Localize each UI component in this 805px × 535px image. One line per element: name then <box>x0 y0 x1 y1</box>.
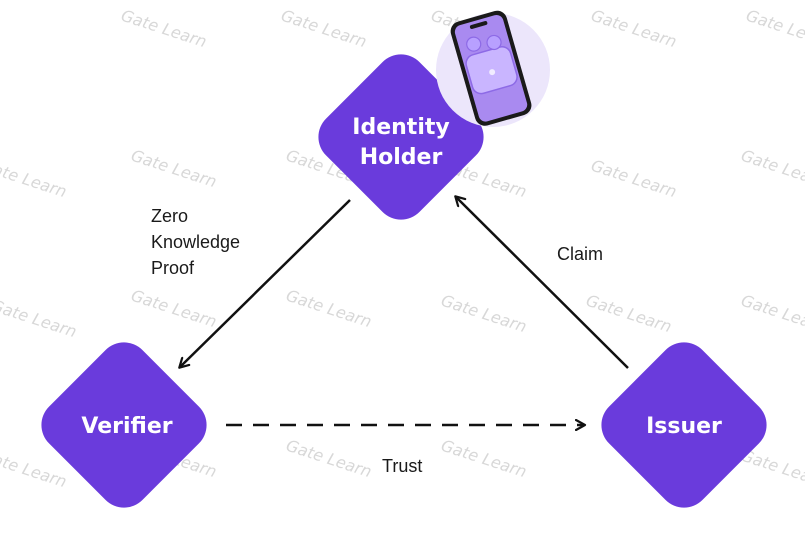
watermark-text: Gate Learn <box>0 296 79 341</box>
watermark-text: Gate Learn <box>0 156 69 201</box>
watermark-text: Gate Learn <box>739 291 805 336</box>
watermark-text: Gate Learn <box>284 436 374 481</box>
earbud-right <box>486 34 502 51</box>
verifier-label: Verifier <box>81 414 172 439</box>
watermark-text: Gate Learn <box>119 6 209 51</box>
case-light <box>489 69 496 76</box>
issuer-shape <box>601 342 767 508</box>
watermark-text: Gate Learn <box>739 146 805 191</box>
phone-earbuds-icon <box>436 10 550 127</box>
zkp-arrow <box>180 199 351 367</box>
phone-notch <box>469 21 488 29</box>
watermark-text: Gate Learn <box>279 6 369 51</box>
watermark-text: Gate Learn <box>439 436 529 481</box>
verifier-shape <box>41 342 207 508</box>
watermark-text: Gate Learn <box>284 286 374 331</box>
watermark-text: Gate Learn <box>744 6 805 51</box>
issuer-node: Issuer <box>601 342 767 508</box>
claim-label: Claim <box>557 244 603 264</box>
watermark-text: Gate Learn <box>589 156 679 201</box>
earbud-left <box>466 36 482 52</box>
watermark-text: Gate Learn <box>129 146 219 191</box>
trust-label: Trust <box>382 456 422 476</box>
verifier-node: Verifier <box>41 342 207 508</box>
claim-arrow <box>456 197 629 369</box>
watermark-text: Gate Learn <box>589 6 679 51</box>
issuer-label: Issuer <box>646 414 722 439</box>
identity-holder-label-line1: Identity <box>352 115 449 140</box>
watermark-text: Gate Learn <box>439 291 529 336</box>
zkp-label-line1: Zero <box>151 206 188 226</box>
identity-holder-label-line2: Holder <box>360 145 443 170</box>
zkp-label-line2: Knowledge <box>151 232 240 252</box>
watermark-text: Gate Learn <box>584 291 674 336</box>
zkp-label-line3: Proof <box>151 258 195 278</box>
watermark-text: Gate Learn <box>129 286 219 331</box>
